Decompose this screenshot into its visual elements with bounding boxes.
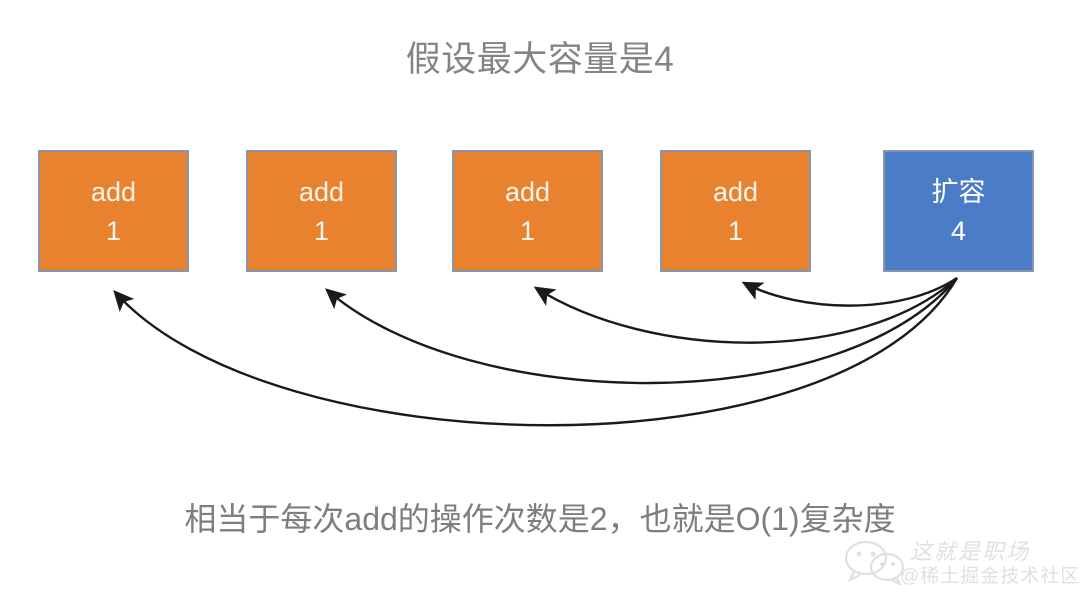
op-box-label: add <box>90 176 137 207</box>
diagram-title: 假设最大容量是4 <box>405 40 675 79</box>
arrow-expand-to-add-1 <box>113 277 959 427</box>
op-box-add-3: add 1 <box>452 150 603 272</box>
arrow-expand-to-add-4 <box>741 277 958 307</box>
watermark-line-1: 这就是职场 <box>910 539 1031 564</box>
op-box-value: 1 <box>105 215 122 246</box>
op-box-value: 1 <box>727 215 744 246</box>
wechat-icon <box>844 540 905 585</box>
op-box-add-1: add 1 <box>38 150 189 272</box>
watermark-line-2: @稀土掘金技术社区 <box>900 566 1080 587</box>
op-box-label: add <box>712 176 759 207</box>
op-box-label: add <box>298 176 345 207</box>
op-box-add-2: add 1 <box>246 150 397 272</box>
op-box-value: 1 <box>519 215 536 246</box>
op-box-add-4: add 1 <box>660 150 811 272</box>
arrow-expand-to-add-3 <box>533 277 958 344</box>
op-box-label: 扩容 <box>931 176 986 207</box>
op-box-expand: 扩容 4 <box>883 150 1034 272</box>
watermark: 这就是职场 @稀土掘金技术社区 <box>844 537 1079 599</box>
op-box-value: 1 <box>313 215 330 246</box>
arrow-expand-to-add-2 <box>324 277 958 385</box>
diagram-caption: 相当于每次add的操作次数是2，也就是O(1)复杂度 <box>184 501 896 537</box>
op-box-value: 4 <box>950 215 967 246</box>
op-box-label: add <box>504 176 551 207</box>
